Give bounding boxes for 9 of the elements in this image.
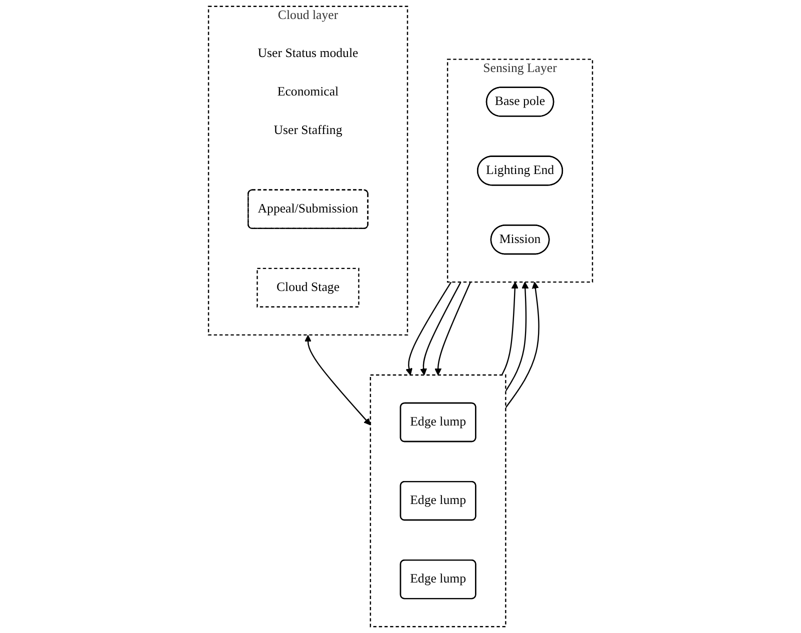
arrow xyxy=(505,282,529,392)
cluster xyxy=(370,374,506,628)
arrow xyxy=(406,282,452,376)
arrow xyxy=(304,334,371,426)
arrow xyxy=(505,282,540,408)
arrow xyxy=(501,282,518,376)
arrow xyxy=(434,282,472,376)
arrow xyxy=(420,282,462,376)
node-box: Cloud Stage xyxy=(256,268,360,308)
